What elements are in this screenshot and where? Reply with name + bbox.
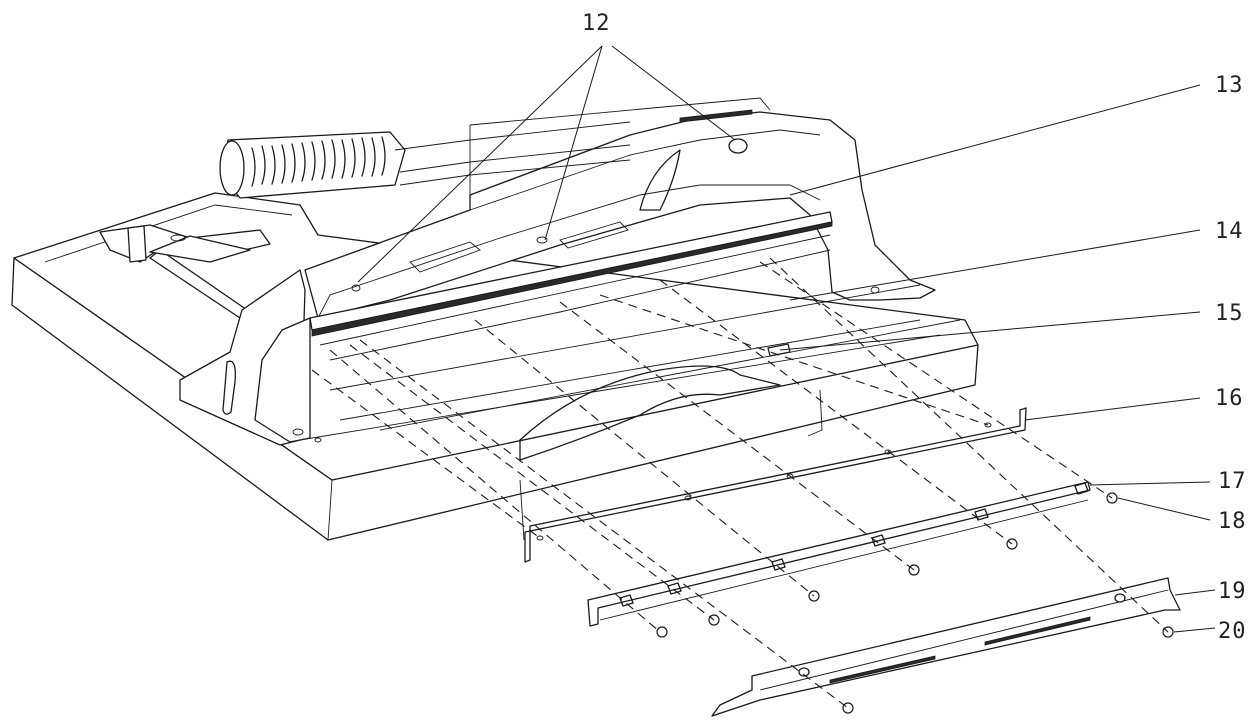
left-fence-arm — [99, 224, 271, 319]
label-16: 16 — [1215, 386, 1244, 411]
grip-ribs — [251, 136, 386, 187]
cutting-arm — [304, 97, 936, 319]
label-12: 12 — [582, 11, 611, 36]
table-surface — [329, 284, 961, 541]
label-17: 17 — [1218, 469, 1247, 494]
blade-strip — [309, 211, 833, 361]
label-13: 13 — [1215, 73, 1244, 98]
label-19: 19 — [1218, 579, 1247, 604]
blade-bar-19 — [711, 577, 1181, 717]
handle-grip — [219, 121, 631, 199]
screws-18 — [656, 492, 1118, 638]
part-labels: 12 13 14 15 16 17 18 19 20 — [582, 11, 1247, 644]
rail-16 — [524, 407, 1027, 563]
label-18: 18 — [1218, 509, 1247, 534]
label-20: 20 — [1218, 619, 1247, 644]
left-housing — [179, 269, 322, 446]
leader-lines — [357, 45, 1216, 633]
label-14: 14 — [1215, 219, 1244, 244]
label-15: 15 — [1215, 301, 1244, 326]
assembly-lines — [311, 257, 1169, 709]
